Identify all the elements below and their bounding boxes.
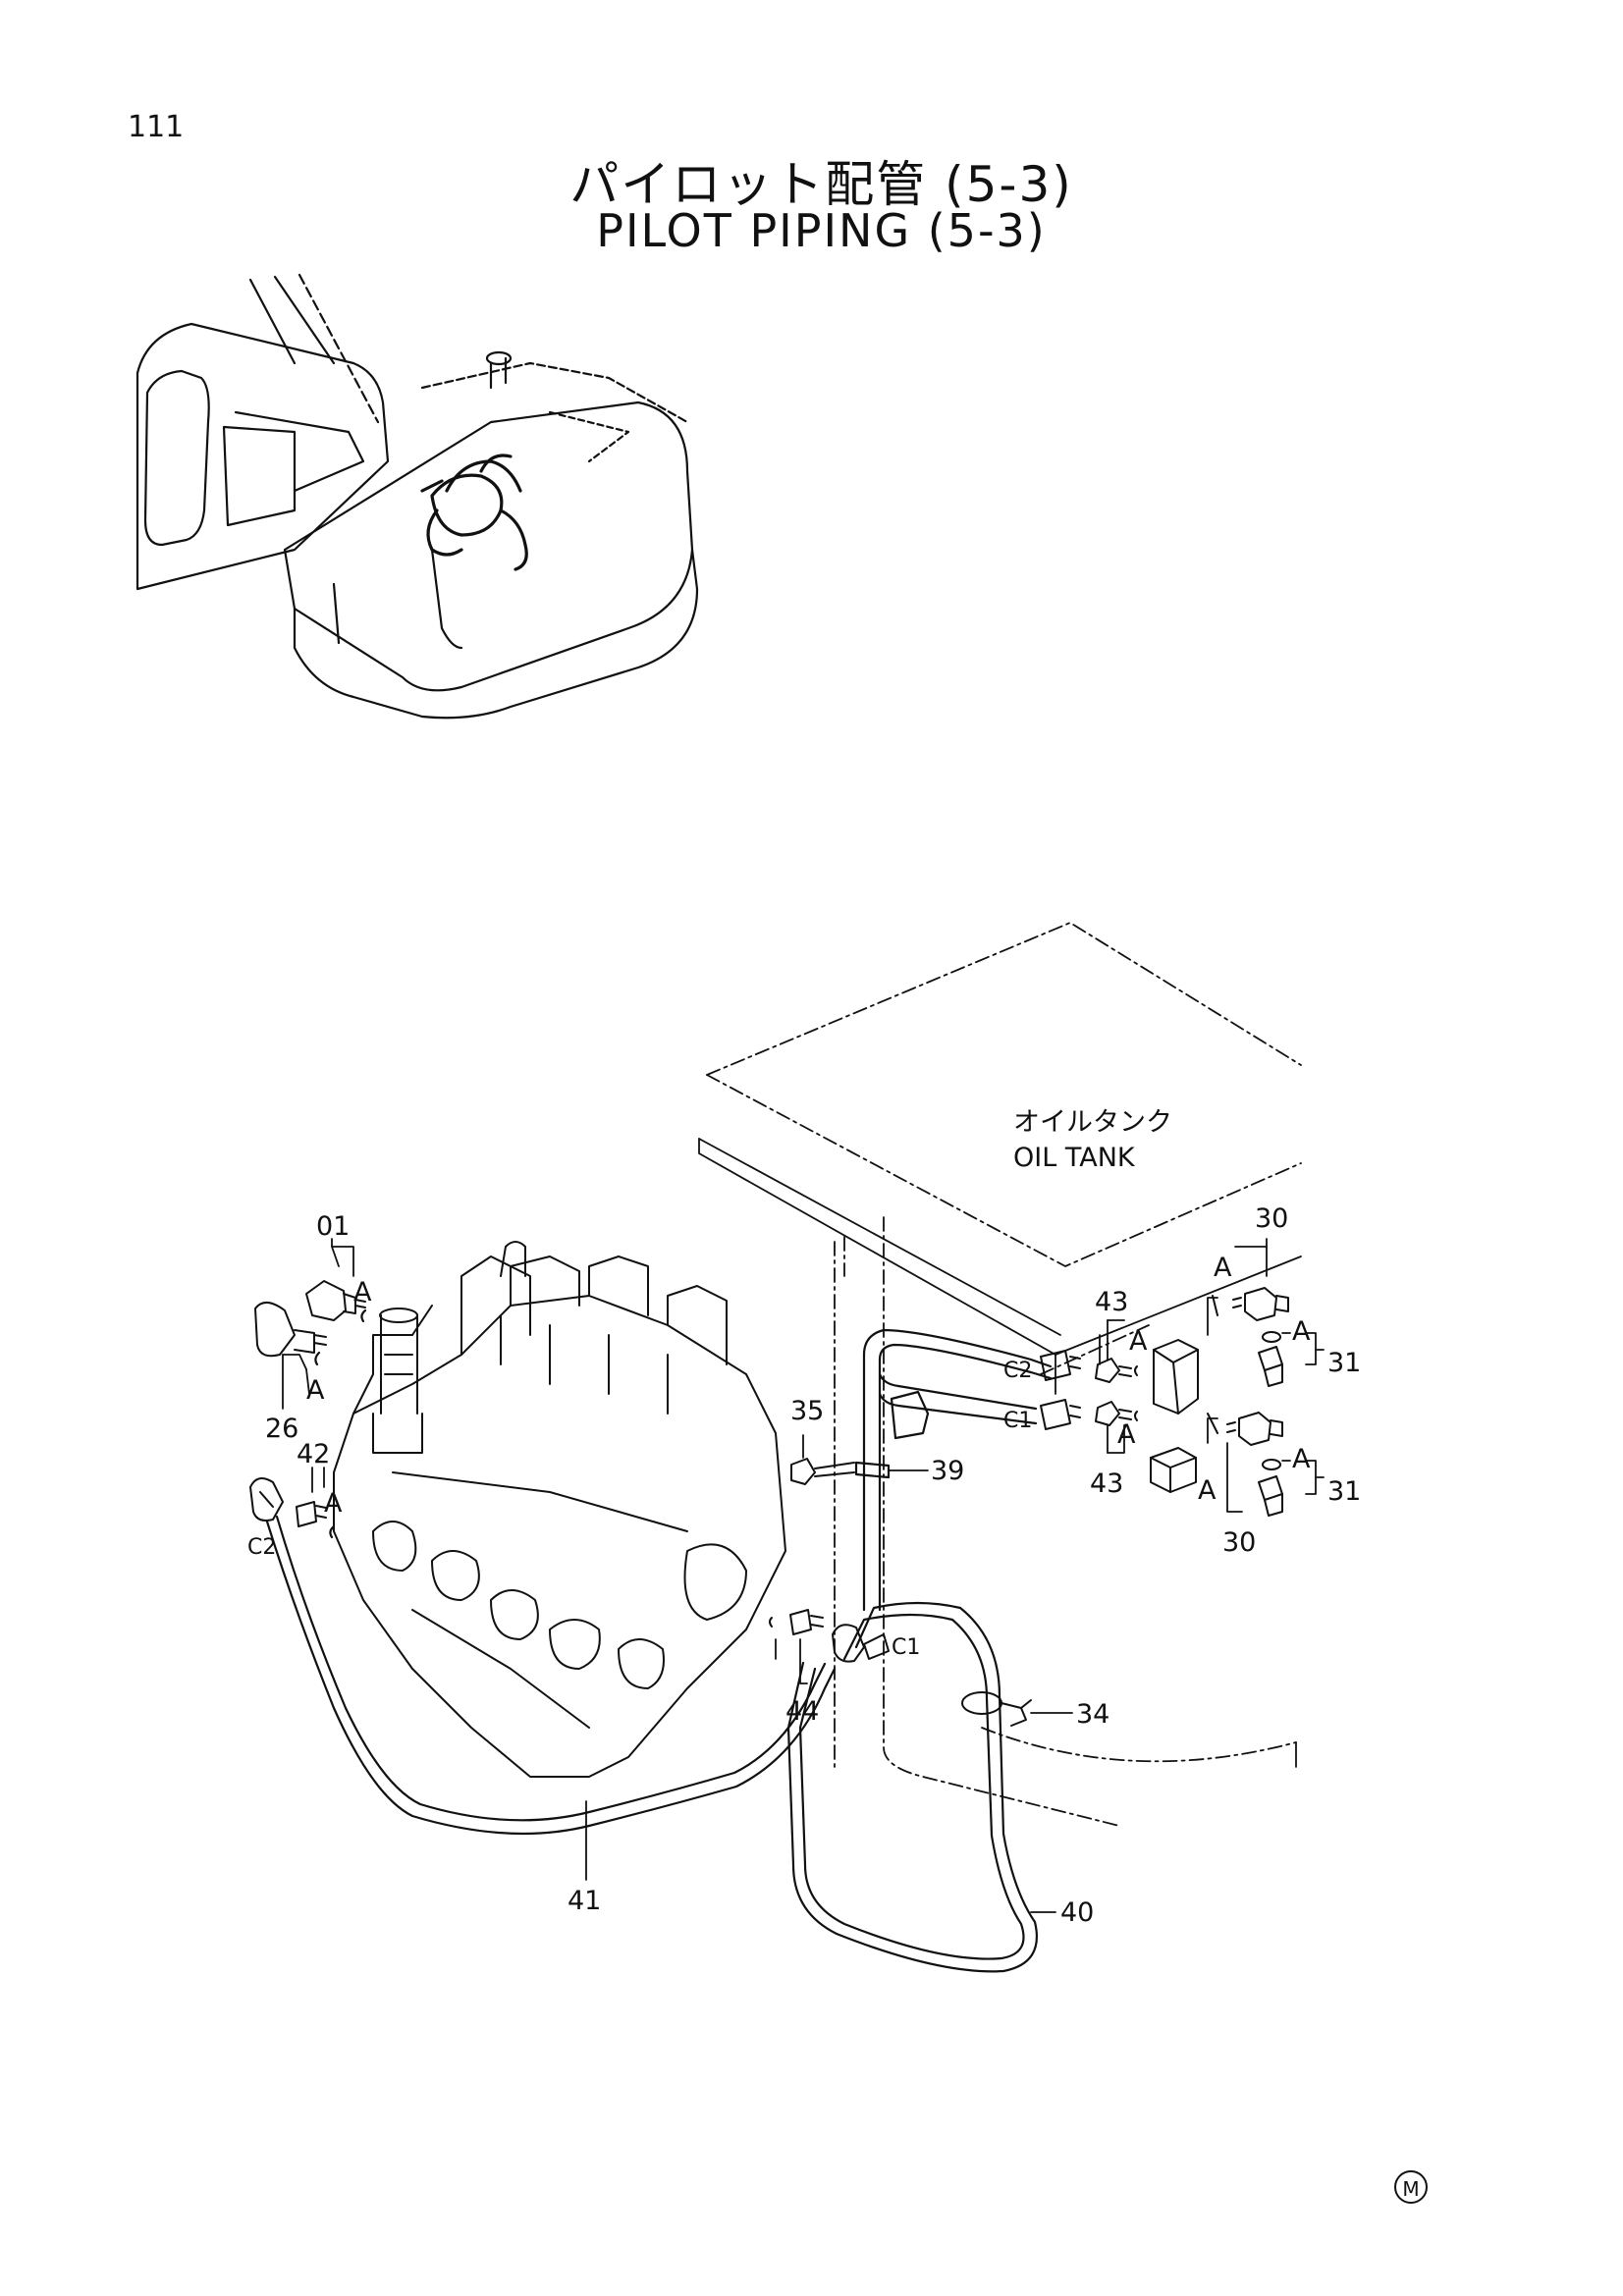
port-label-c2-right: C2	[1003, 1359, 1032, 1383]
port-label-a-26: A	[306, 1375, 325, 1406]
hose-end-c2	[1040, 1350, 1081, 1381]
callout-43-upper: 43	[1095, 1287, 1128, 1317]
callout-34: 34	[1076, 1699, 1109, 1730]
plug-31-lower	[1258, 1459, 1283, 1517]
vertical-pipe-with-clamp-39	[854, 1328, 1053, 1612]
callout-31-upper: 31	[1327, 1348, 1361, 1378]
callout-26: 26	[265, 1414, 298, 1444]
hose-40	[786, 1601, 1038, 1973]
tee-fitting-30-upper	[1232, 1287, 1289, 1321]
callout-30-upper: 30	[1255, 1203, 1288, 1234]
port-label-a-31-lower: A	[1292, 1444, 1311, 1474]
excavator-overview-illustration	[135, 273, 699, 720]
port-label-c1-lower: C1	[892, 1635, 920, 1660]
callout-40: 40	[1060, 1897, 1094, 1928]
oring-a-42	[329, 1524, 336, 1539]
plug-31-upper	[1258, 1331, 1283, 1387]
port-label-a-31-upper: A	[1292, 1316, 1311, 1347]
callout-31-lower: 31	[1327, 1476, 1361, 1507]
tank-label-english: OIL TANK	[1013, 1143, 1136, 1173]
callout-44: 44	[785, 1696, 819, 1727]
port-label-a-30-lower: A	[1198, 1475, 1217, 1506]
fitting-44	[769, 1609, 824, 1635]
callout-39: 39	[931, 1456, 964, 1486]
hose-end-c1-lower	[863, 1633, 890, 1660]
bolt-35	[790, 1458, 855, 1485]
port-label-c2-left: C2	[247, 1535, 276, 1560]
oring-a-26	[314, 1351, 321, 1366]
oil-tank-outline	[698, 922, 1302, 1827]
page-title-english: PILOT PIPING (5-3)	[596, 204, 1047, 257]
elbow-fitting-c1	[832, 1624, 865, 1663]
port-label-a-43-lower: A	[1117, 1419, 1136, 1450]
fitting-43-lower	[1095, 1401, 1138, 1426]
tank-label-japanese: オイルタンク	[1013, 1107, 1172, 1138]
port-label-a-01: A	[353, 1277, 372, 1308]
oring-a-01	[360, 1308, 367, 1323]
bracket-plate	[1150, 1447, 1197, 1493]
fitting-42	[296, 1501, 327, 1527]
callout-41: 41	[568, 1886, 601, 1916]
page-number: 111	[128, 110, 185, 144]
fitting-26	[254, 1302, 327, 1358]
callout-35: 35	[790, 1396, 824, 1426]
port-label-c1-right: C1	[1003, 1409, 1032, 1433]
elbow-fitting-c2	[249, 1477, 284, 1522]
callout-01: 01	[316, 1211, 350, 1242]
clamp-34	[961, 1691, 1032, 1727]
control-valve-body	[333, 1241, 786, 1778]
callout-42: 42	[297, 1439, 330, 1469]
callout-43-lower: 43	[1090, 1468, 1123, 1499]
port-label-a-42: A	[324, 1488, 343, 1519]
tee-fitting-30-lower	[1226, 1412, 1283, 1446]
port-label-a-30-upper: A	[1214, 1253, 1232, 1283]
leader-lines	[282, 1238, 1325, 1913]
callout-30-lower: 30	[1222, 1527, 1256, 1558]
hose-end-c1	[1040, 1399, 1081, 1430]
port-label-a-43-upper: A	[1129, 1326, 1148, 1357]
page-title-japanese: パイロット配管 (5-3)	[569, 156, 1073, 213]
fitting-01	[305, 1280, 366, 1321]
hose-41	[265, 1515, 837, 1836]
fitting-43-upper	[1095, 1358, 1138, 1383]
pilot-block	[1153, 1339, 1199, 1415]
labels: オイルタンク OIL TANK 01 A A 26 42 A C2 35 39 …	[247, 1107, 1361, 1928]
corner-m-mark: M	[1394, 2170, 1428, 2204]
